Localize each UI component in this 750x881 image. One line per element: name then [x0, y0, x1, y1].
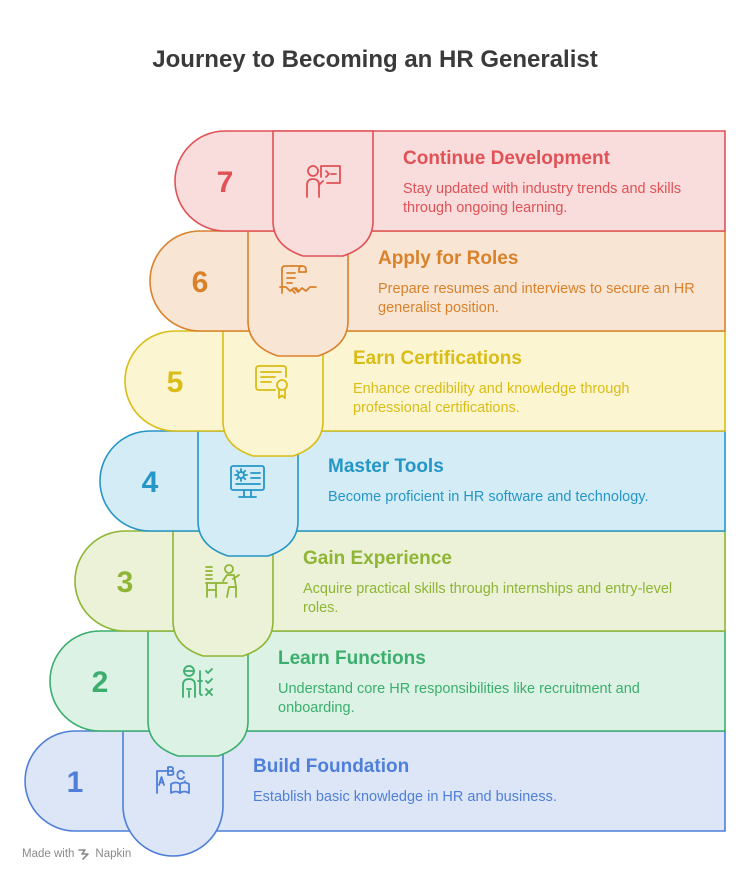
- step-5-description: Enhance credibility and knowledge throug…: [353, 381, 630, 416]
- person-at-desk-icon: [205, 564, 240, 598]
- step-6-icon-column: [247, 230, 349, 357]
- step-5: 5: [124, 330, 726, 457]
- step-5-number: 5: [167, 366, 184, 399]
- step-1-icon-column: [122, 730, 224, 857]
- step-1-number: 1: [67, 766, 84, 799]
- step-2-title: Learn Functions: [278, 648, 426, 669]
- step-6-title: Apply for Roles: [378, 248, 519, 269]
- abc-book-icon: [156, 766, 190, 794]
- step-3-icon-column: [172, 530, 274, 657]
- napkin-brand-label: Napkin: [95, 848, 132, 860]
- made-with-label: Made with: [22, 848, 75, 860]
- napkin-logo-icon: [78, 849, 90, 860]
- step-2-description: Understand core HR responsibilities like…: [278, 681, 640, 716]
- step-4-icon-column: [197, 430, 299, 557]
- step-4-title: Master Tools: [328, 456, 444, 477]
- step-3-number: 3: [117, 566, 134, 599]
- person-checklist-icon: [182, 665, 213, 698]
- step-6: 6: [149, 230, 726, 357]
- step-7-description: Stay updated with industry trends and sk…: [403, 181, 682, 216]
- step-5-title: Earn Certifications: [353, 348, 522, 369]
- step-2-number: 2: [92, 666, 109, 699]
- step-4-number: 4: [142, 466, 159, 499]
- step-7-icon-column: [272, 130, 374, 257]
- step-1-title: Build Foundation: [253, 756, 410, 777]
- certificate-icon: [255, 365, 288, 399]
- step-6-number: 6: [192, 266, 209, 299]
- contract-handshake-icon: [279, 265, 317, 294]
- step-5-icon-column: [222, 330, 324, 457]
- step-6-description: Prepare resumes and interviews to secure…: [378, 281, 695, 316]
- step-1-description: Establish basic knowledge in HR and busi…: [253, 789, 557, 805]
- step-7-number: 7: [217, 166, 234, 199]
- step-7: 7: [174, 130, 726, 257]
- step-2-icon-column: [147, 630, 249, 757]
- person-presentation-icon: [306, 165, 341, 198]
- monitor-gear-icon: [230, 465, 265, 498]
- step-3-description: Acquire practical skills through interns…: [303, 581, 673, 616]
- footer: Made with Napkin: [22, 848, 131, 860]
- step-4-description: Become proficient in HR software and tec…: [328, 489, 649, 505]
- diagram-title: Journey to Becoming an HR Generalist: [152, 46, 598, 73]
- step-3-title: Gain Experience: [303, 548, 452, 569]
- step-7-title: Continue Development: [403, 148, 610, 169]
